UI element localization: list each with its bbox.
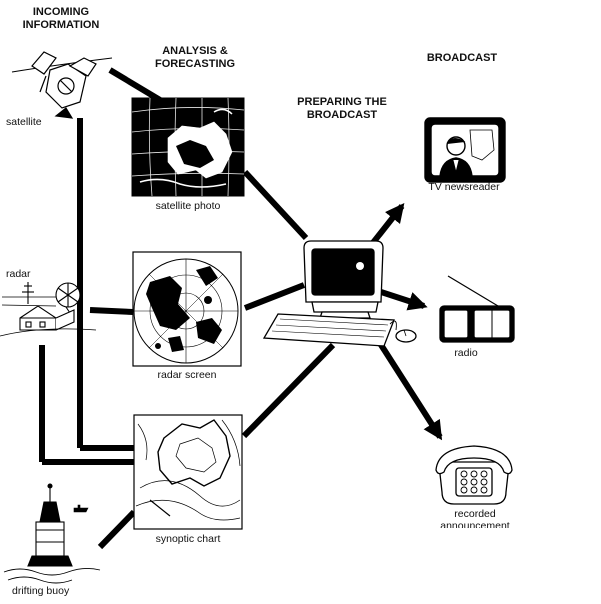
- label-radar-screen: radar screen: [157, 369, 217, 381]
- broadcast-arrows: [369, 202, 443, 441]
- radio-icon: [439, 275, 515, 343]
- label-drifting-buoy: drifting buoy: [12, 585, 70, 597]
- radar-screen-image: [132, 251, 242, 367]
- satellite-icon: [11, 51, 113, 119]
- header-analysis-forecasting: ANALYSIS & FORECASTING: [154, 45, 236, 70]
- computer-icon: [262, 240, 417, 347]
- header-broadcast: BROADCAST: [426, 52, 498, 64]
- satellite-photo-image: [131, 97, 245, 197]
- label-tv-newsreader: TV newsreader: [428, 181, 500, 193]
- label-synoptic-chart: synoptic chart: [155, 533, 221, 545]
- buoy-icon: [3, 483, 101, 584]
- header-incoming-information: INCOMING INFORMATION: [22, 6, 100, 31]
- label-radio: radio: [454, 347, 478, 359]
- telephone-icon: [435, 445, 513, 505]
- label-recorded-announcement: recorded announcement: [440, 508, 510, 528]
- radar-dish-icon: [0, 282, 97, 337]
- connector-lines: [39, 67, 336, 550]
- label-radar: radar: [6, 268, 31, 280]
- header-preparing-broadcast: PREPARING THE BROADCAST: [297, 96, 387, 121]
- synoptic-chart-image: [133, 414, 243, 530]
- tv-icon: [424, 117, 506, 183]
- label-satellite: satellite: [6, 116, 42, 128]
- label-satellite-photo: satellite photo: [155, 200, 221, 212]
